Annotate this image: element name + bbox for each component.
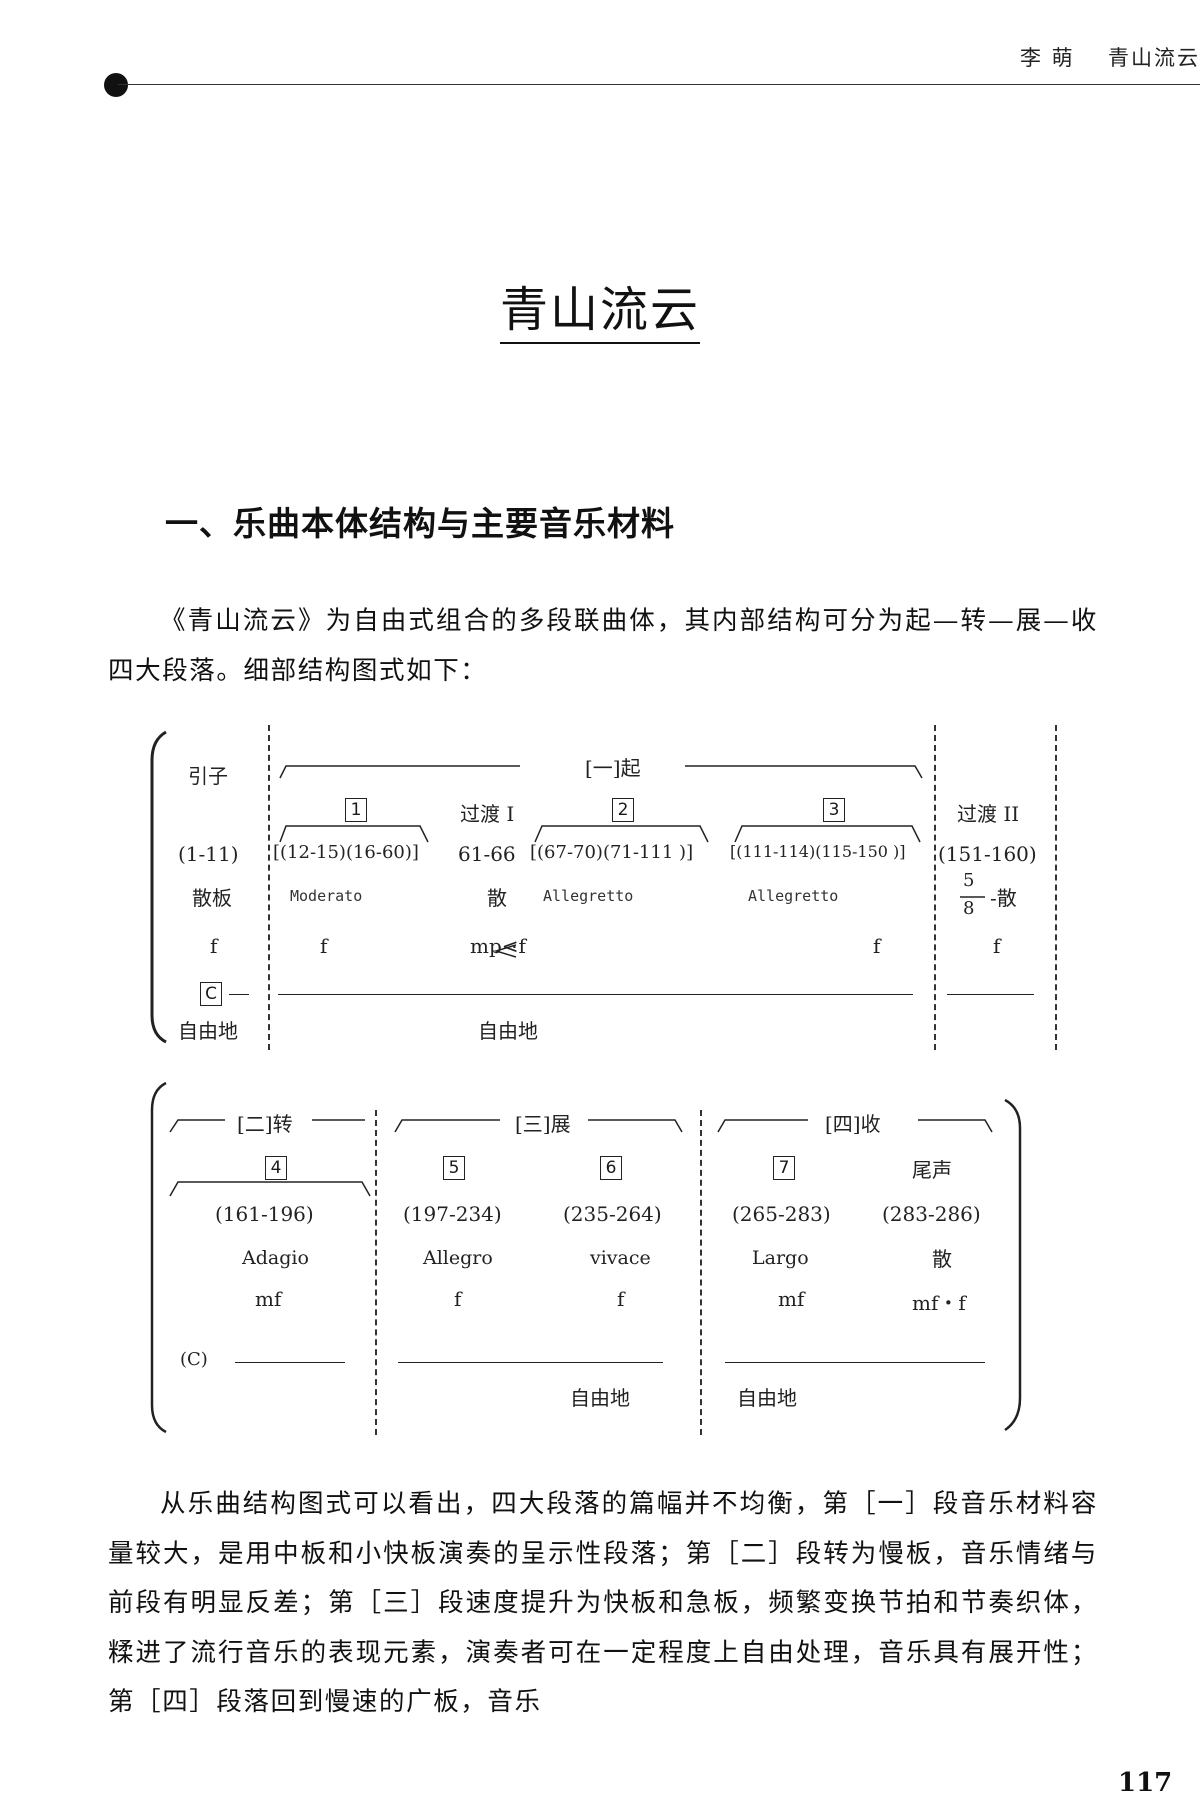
running-header-author: 李 萌 <box>1020 46 1075 70</box>
free-line <box>725 1362 985 1363</box>
tempo-1: Moderato <box>290 887 363 905</box>
intro-dynamic: f <box>210 934 218 958</box>
dynamic-4: mf <box>255 1287 282 1311</box>
tempo-coda: 散 <box>932 1247 952 1271</box>
body-paragraph: 从乐曲结构图式可以看出，四大段落的篇幅并不均衡，第［一］段音乐材料容量较大，是用… <box>108 1489 1098 1717</box>
divider-line <box>1055 725 1057 1050</box>
meter-denominator: 8 <box>963 898 975 919</box>
c-label: (C) <box>180 1349 208 1370</box>
subsection-3-box: 3 <box>823 798 845 822</box>
dynamic-5: f <box>454 1287 462 1311</box>
dynamic-1: f <box>320 934 328 958</box>
subsection-2-box: 2 <box>612 798 634 822</box>
section-1-label: [一]起 <box>585 756 641 780</box>
tempo-transition-1: 散 <box>487 886 507 910</box>
free-line <box>278 994 913 995</box>
dynamic-7: mf <box>778 1287 805 1311</box>
transition-2-label: 过渡 II <box>957 802 1020 826</box>
free-line <box>398 1362 663 1363</box>
tempo-2: Allegretto <box>543 887 634 905</box>
subsection-1-box: 1 <box>345 798 367 822</box>
dynamic-coda: mf・f <box>912 1291 966 1315</box>
subsection-4-box: 4 <box>265 1156 287 1180</box>
intro-label: 引子 <box>188 764 228 788</box>
tempo-3: Allegretto <box>748 887 839 905</box>
intro-tempo: 散板 <box>192 886 232 910</box>
free-line <box>229 994 249 995</box>
divider-line <box>375 1110 377 1435</box>
subsection-5-box: 5 <box>443 1156 465 1180</box>
free-line <box>235 1362 345 1363</box>
transition-1-label: 过渡 I <box>460 802 515 826</box>
bars-transition-2: (151-160) <box>938 842 1037 866</box>
meter-numerator: 5 <box>963 870 975 891</box>
intro-paragraph: 《青山流云》为自由式组合的多段联曲体，其内部结构可分为起—转—展—收四大段落。细… <box>108 606 1098 686</box>
section-3-label: [三]展 <box>515 1112 571 1136</box>
intro-free: 自由地 <box>178 1019 238 1043</box>
page-title: 青山流云 <box>500 270 701 344</box>
section-4-label: [四]收 <box>825 1112 881 1136</box>
coda-label: 尾声 <box>912 1158 952 1182</box>
page-number: 117 <box>1118 1768 1173 1798</box>
free-label-b: 自由地 <box>737 1386 797 1410</box>
divider-line <box>934 725 936 1050</box>
subsection-7-box: 7 <box>773 1156 795 1180</box>
bars-1: [(12-15)(16-60)] <box>273 842 419 863</box>
bars-7: (265-283) <box>732 1202 831 1226</box>
running-header-title: 青山流云 <box>1108 46 1200 70</box>
free-label-a: 自由地 <box>570 1386 630 1410</box>
tempo-5: Allegro <box>423 1247 493 1269</box>
divider-line <box>700 1110 702 1435</box>
subsection-6-box: 6 <box>600 1156 622 1180</box>
dynamic-6: f <box>617 1287 625 1311</box>
section-heading: 一、乐曲本体结构与主要音乐材料 <box>165 504 675 543</box>
bars-transition-1: 61-66 <box>458 842 516 866</box>
section-2-label: [二]转 <box>237 1112 293 1136</box>
tempo-4: Adagio <box>242 1247 309 1269</box>
bars-6: (235-264) <box>563 1202 662 1226</box>
bars-4: (161-196) <box>215 1202 314 1226</box>
header-bullet <box>104 73 128 97</box>
bars-3: [(111-114)(115-150 )] <box>730 842 906 861</box>
tempo-6: vivace <box>590 1247 651 1269</box>
free-label: 自由地 <box>478 1019 538 1043</box>
bars-5: (197-234) <box>403 1202 502 1226</box>
bars-2: [(67-70)(71-111 )] <box>530 842 694 863</box>
dynamic-transition-1: mp⋖f <box>470 934 526 958</box>
c-box: C <box>200 982 222 1006</box>
tempo-7: Largo <box>752 1247 809 1269</box>
tempo-transition-2: -散 <box>990 886 1017 910</box>
header-rule <box>118 84 1200 85</box>
free-line <box>947 994 1034 995</box>
intro-bars: (1-11) <box>178 842 239 866</box>
divider-line <box>268 725 270 1050</box>
dynamic-transition-2: f <box>993 934 1001 958</box>
dynamic-3: f <box>873 934 881 958</box>
bars-coda: (283-286) <box>882 1202 981 1226</box>
